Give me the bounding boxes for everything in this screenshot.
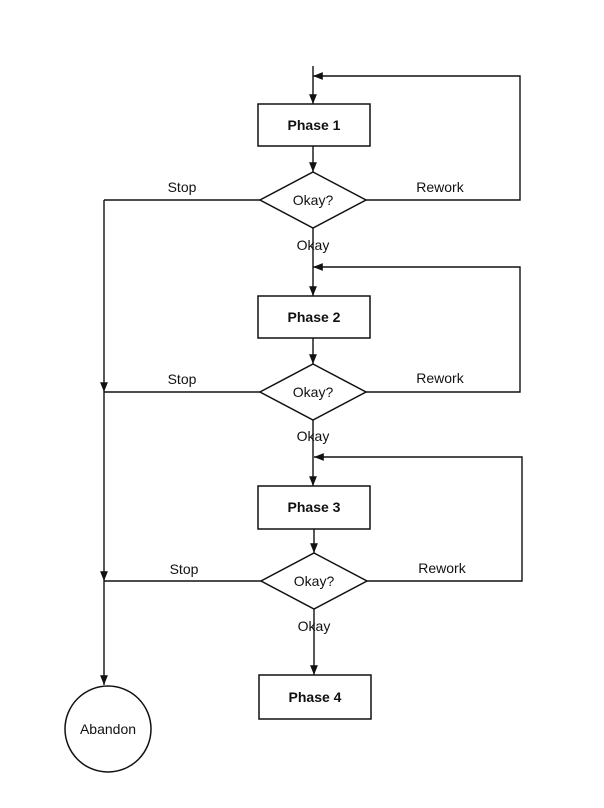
rework-2-label: Rework [416,370,464,386]
phase-4-label: Phase 4 [289,689,342,705]
decision-2-label: Okay? [293,384,334,400]
rework-3-loop [314,453,523,582]
stop-2-label: Stop [168,371,197,387]
abandon-circle [64,685,152,773]
rework-1-loop [313,72,521,201]
stop-3-label: Stop [170,561,199,577]
okay-1-label: Okay [297,237,330,253]
rework-2-loop [313,263,521,393]
okay-3-label: Okay [298,618,331,634]
phase-3-box [257,485,371,530]
rework-3-label: Rework [418,560,466,576]
phase-4-box [258,674,372,720]
stop-1-label: Stop [168,179,197,195]
phase-2-box [257,295,371,339]
okay-2-label: Okay [297,428,330,444]
decision-1-label: Okay? [293,192,334,208]
decision-3-label: Okay? [294,573,335,589]
phase-3-label: Phase 3 [288,499,341,515]
phase-1-box [257,103,371,147]
abandon-label: Abandon [80,721,136,737]
phase-2-label: Phase 2 [288,309,341,325]
rework-1-label: Rework [416,179,464,195]
phase-1-label: Phase 1 [288,117,341,133]
